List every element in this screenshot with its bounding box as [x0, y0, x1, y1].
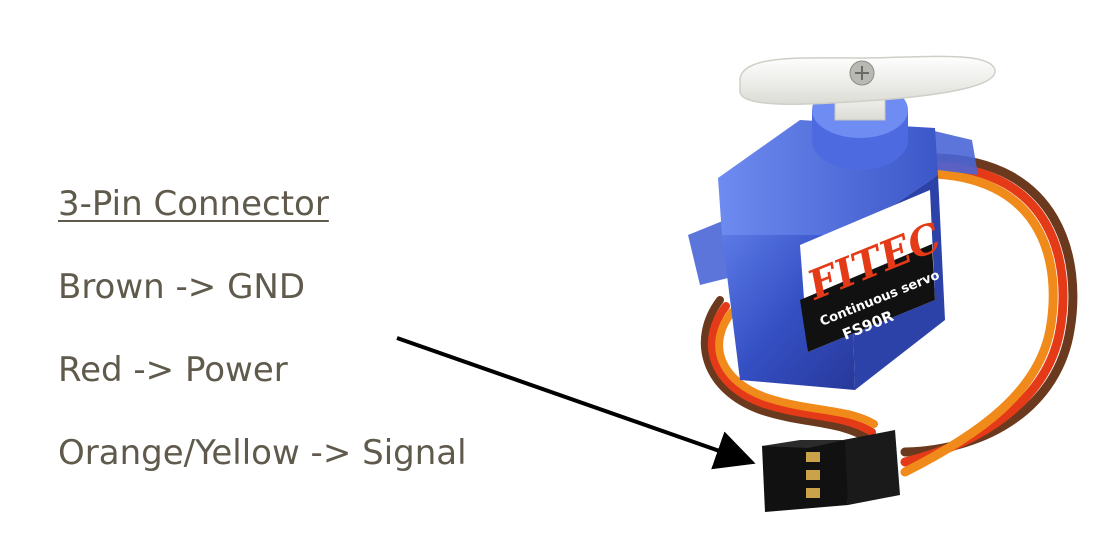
- servo-horn: [739, 55, 996, 121]
- pin-contact-2: [806, 470, 820, 480]
- connector-heading: 3-Pin Connector: [58, 184, 329, 224]
- connector-plug: [762, 430, 900, 512]
- pin-label-red: Red -> Power: [58, 350, 288, 390]
- wire-orange: [900, 169, 1058, 477]
- pin-label-orange: Orange/Yellow -> Signal: [58, 433, 467, 473]
- pin-label-brown: Brown -> GND: [58, 267, 306, 307]
- pin-contact-1: [806, 452, 820, 462]
- servo-label: FITEC Continuous servo FS90R: [800, 190, 948, 352]
- pin-contact-3: [806, 488, 820, 498]
- pointer-arrow: [396, 336, 756, 470]
- servo-wires: [700, 153, 1078, 477]
